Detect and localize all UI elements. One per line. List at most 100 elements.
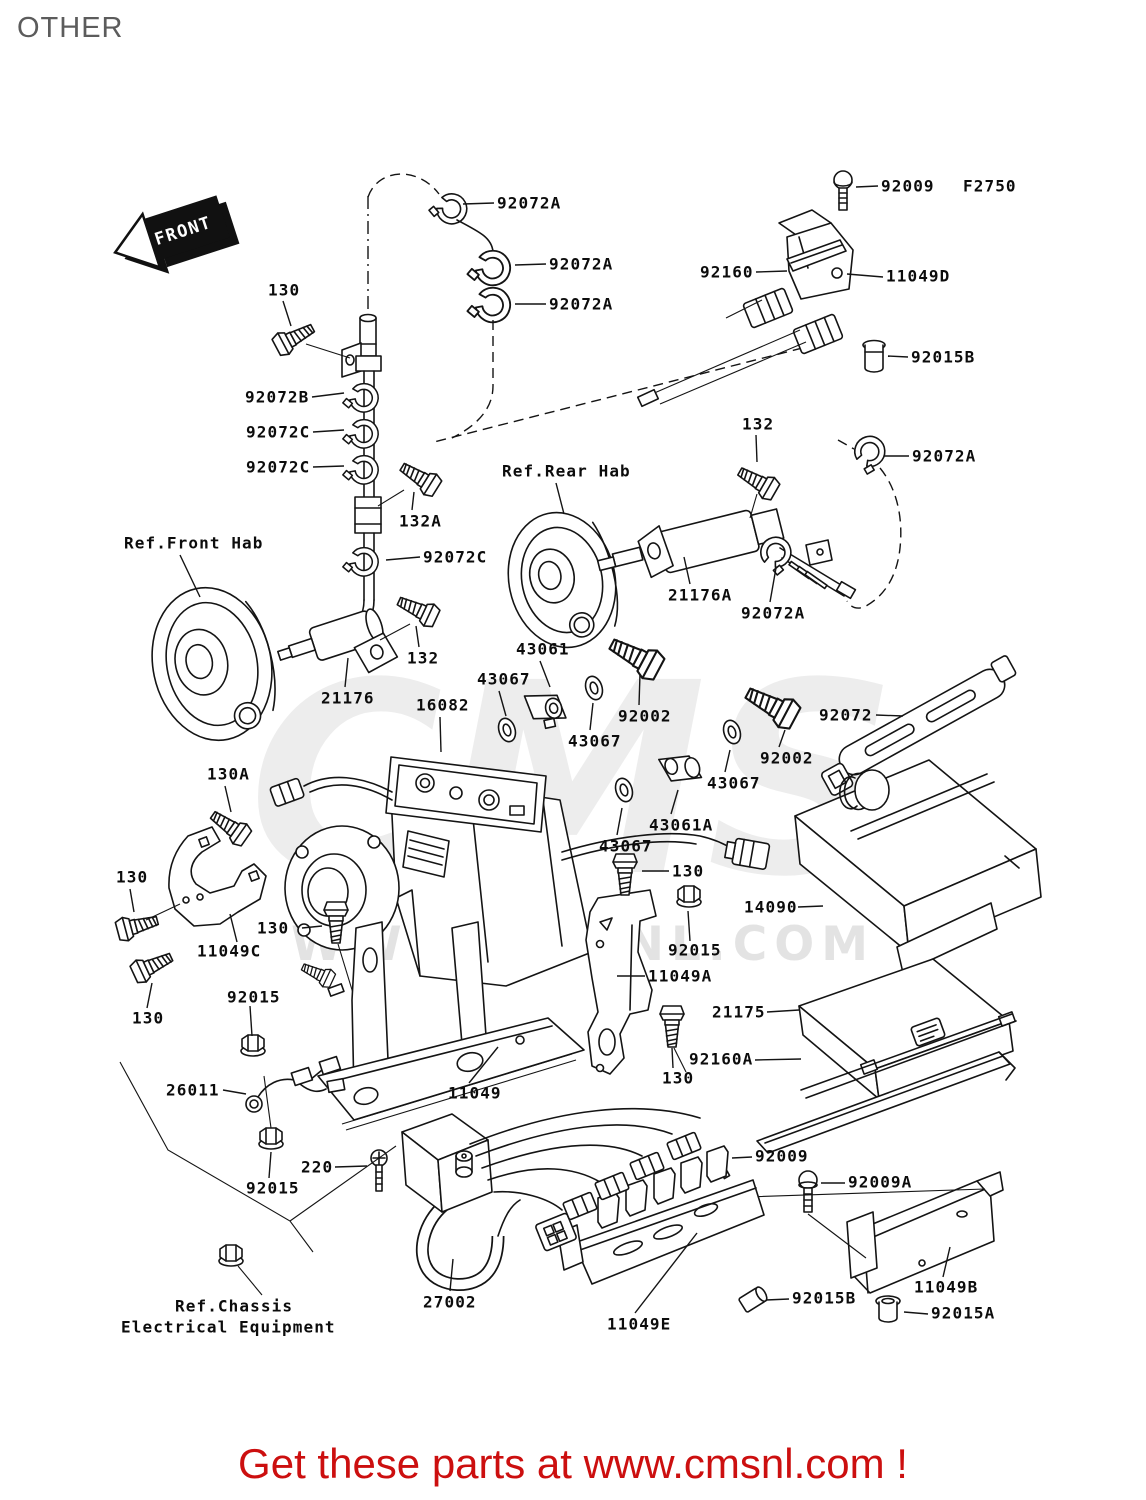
leader-line — [769, 567, 777, 603]
front-hub-drawing — [151, 586, 276, 742]
part-label-43061a: 43061A — [649, 816, 713, 835]
bracket-11049E-drawing — [557, 1145, 765, 1285]
leader-line — [671, 1047, 674, 1069]
part-label-92015: 92015 — [246, 1179, 300, 1198]
ecu-cover-drawing — [659, 759, 1042, 1073]
part-label-92015a: 92015A — [931, 1304, 995, 1323]
part-label-11049a: 11049A — [648, 967, 712, 986]
leader-line — [846, 273, 884, 278]
leader-line — [942, 1246, 951, 1278]
leader-line — [249, 1005, 253, 1037]
leader-line — [855, 185, 879, 188]
leader-line — [754, 1058, 802, 1061]
leader-line — [312, 429, 345, 433]
leader-line — [462, 202, 495, 205]
part-label-16082: 16082 — [416, 696, 470, 715]
part-label-132: 132 — [742, 415, 774, 434]
part-label-130: 130 — [116, 868, 148, 887]
leader-line — [129, 888, 135, 913]
leader-line — [875, 714, 904, 717]
leader-line — [439, 716, 442, 753]
rear-sensor-drawing — [596, 508, 857, 600]
leader-line — [755, 270, 788, 273]
part-label-43067: 43067 — [707, 774, 761, 793]
leader-line — [766, 1009, 800, 1013]
leader-line — [755, 434, 758, 463]
bracket-11049C-drawing — [113, 804, 267, 987]
leader-line — [222, 1089, 247, 1095]
part-label-92015: 92015 — [668, 941, 722, 960]
part-label-92072a: 92072A — [741, 604, 805, 623]
fasteners-upper — [269, 316, 783, 641]
leader-line — [334, 1165, 368, 1168]
leader-line — [385, 556, 421, 561]
part-label-11049e: 11049E — [607, 1315, 671, 1334]
leader-line — [449, 1258, 454, 1292]
strap-drawing — [820, 655, 1017, 796]
leader-line — [903, 1311, 929, 1315]
leader-line — [146, 982, 153, 1009]
part-label-130: 130 — [257, 919, 289, 938]
part-label-92072c: 92072C — [246, 423, 310, 442]
part-label-ref-chassis: Ref.Chassis — [175, 1297, 293, 1316]
leader-line — [468, 1046, 499, 1084]
leader-line — [778, 729, 786, 748]
part-label-132: 132 — [407, 649, 439, 668]
leader-line — [498, 690, 507, 717]
part-label-14090: 14090 — [744, 898, 798, 917]
part-label-220: 220 — [301, 1158, 333, 1177]
part-label-21176: 21176 — [321, 689, 375, 708]
leader-line — [731, 1156, 753, 1159]
part-label-92002: 92002 — [760, 749, 814, 768]
rear-hub-drawing — [507, 511, 619, 649]
part-label-ref-front-hab: Ref.Front Hab — [124, 534, 264, 553]
leader-line — [687, 910, 691, 942]
leader-line — [539, 660, 551, 688]
part-label-11049d: 11049D — [886, 267, 950, 286]
leader-line — [797, 905, 824, 908]
part-label-92015: 92015 — [227, 988, 281, 1007]
part-label-130a: 130A — [207, 765, 250, 784]
part-label-43067: 43067 — [568, 732, 622, 751]
part-label-130: 130 — [132, 1009, 164, 1028]
part-label-f2750: F2750 — [963, 177, 1017, 196]
part-label-21176a: 21176A — [668, 586, 732, 605]
footer-banner[interactable]: Get these parts at www.cmsnl.com ! — [238, 1440, 908, 1487]
leader-line — [514, 263, 547, 266]
part-label-21175: 21175 — [712, 1003, 766, 1022]
part-label-92160a: 92160A — [689, 1050, 753, 1069]
front-sensor-drawing — [277, 608, 399, 674]
part-label-43067: 43067 — [477, 670, 531, 689]
abs-unit-drawing — [269, 756, 771, 997]
page-title: OTHER — [17, 12, 124, 44]
leader-line — [229, 913, 238, 943]
ecu-drawing — [756, 958, 1017, 1154]
part-label-92009: 92009 — [881, 177, 935, 196]
part-label-26011: 26011 — [166, 1081, 220, 1100]
leader-line — [683, 556, 691, 585]
leader-line — [344, 657, 349, 688]
top-right-bracket-group — [636, 170, 886, 408]
leader-line — [724, 749, 731, 773]
leader-line — [312, 465, 345, 468]
leader-line — [268, 1151, 272, 1179]
part-label-ref-rear-hab: Ref.Rear Hab — [502, 462, 631, 481]
leader-line — [411, 491, 415, 511]
leader-line — [887, 355, 909, 358]
rotor-hardware — [494, 629, 804, 805]
leader-line — [634, 1232, 698, 1314]
part-label-92072b: 92072B — [245, 388, 309, 407]
leader-line — [555, 482, 565, 515]
leader-line — [224, 785, 232, 813]
part-label-11049: 11049 — [448, 1084, 502, 1103]
leader-line — [589, 702, 594, 731]
part-label-92072a: 92072A — [549, 295, 613, 314]
part-label-92072a: 92072A — [497, 194, 561, 213]
leader-line — [311, 392, 345, 398]
leader-line — [282, 300, 292, 327]
part-label-92009: 92009 — [755, 1147, 809, 1166]
part-label-11049b: 11049B — [914, 1278, 978, 1297]
